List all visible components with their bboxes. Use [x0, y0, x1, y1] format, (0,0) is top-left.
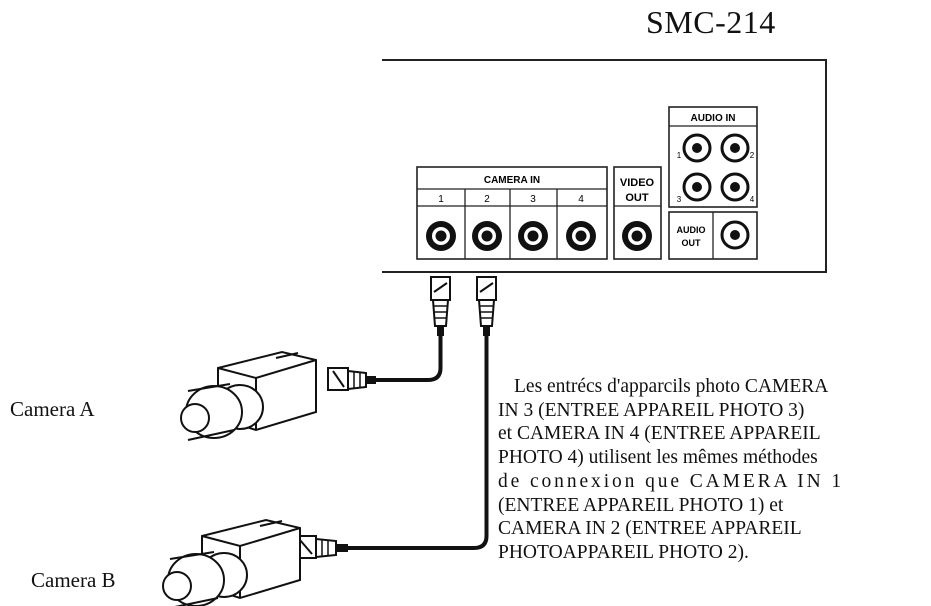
cable-camera-a [327, 276, 451, 391]
camera-b-label: Camera B [31, 568, 116, 592]
note-line: (ENTREE APPAREIL PHOTO 1) et [498, 494, 784, 516]
camera-b-icon [162, 518, 301, 606]
connection-note: Les entrécs d'apparcils photo CAMERA IN … [498, 375, 918, 565]
bnc-plug [476, 276, 497, 336]
audio-in-number: 4 [750, 195, 755, 204]
camera-in-port-number: 1 [438, 194, 444, 205]
camera-a-label: Camera A [10, 397, 95, 421]
camera-in-block: CAMERA IN 1 2 3 4 [416, 166, 608, 260]
bnc-jack [622, 221, 652, 251]
bnc-plug [430, 276, 451, 336]
audio-in-number: 1 [677, 151, 682, 160]
audio-out-label: AUDIO [677, 225, 706, 235]
rca-jack [682, 172, 712, 202]
audio-out-block: AUDIO OUT [668, 211, 758, 260]
device-model-title: SMC-214 [646, 4, 776, 40]
bnc-plug [295, 535, 348, 559]
bnc-jack [518, 221, 548, 251]
rca-jack [720, 133, 750, 163]
camera-in-port-number: 2 [484, 194, 490, 205]
bnc-jack [566, 221, 596, 251]
note-line: PHOTOAPPAREIL PHOTO 2). [498, 541, 749, 563]
audio-in-label: AUDIO IN [691, 113, 736, 124]
note-line: IN 3 (ENTREE APPAREIL PHOTO 3) [498, 399, 805, 421]
rca-jack [720, 172, 750, 202]
audio-in-number: 3 [677, 195, 682, 204]
video-out-label: OUT [625, 192, 649, 204]
rca-jack [682, 133, 712, 163]
bnc-jack [472, 221, 502, 251]
audio-out-label: OUT [682, 238, 702, 248]
note-line: Les entrécs d'apparcils photo CAMERA [514, 376, 829, 397]
camera-in-label: CAMERA IN [484, 175, 540, 186]
bnc-jack [426, 221, 456, 251]
video-out-block: VIDEO OUT [613, 166, 662, 260]
video-out-label: VIDEO [620, 177, 655, 189]
audio-in-block: AUDIO IN 1 2 3 4 [668, 106, 758, 208]
rear-panel [382, 59, 827, 273]
rca-jack [720, 220, 750, 250]
note-line: CAMERA IN 2 (ENTREE APPAREIL [498, 518, 802, 540]
note-line: PHOTO 4) utilisent les mêmes méthodes [498, 447, 818, 469]
bnc-plug [327, 367, 376, 391]
camera-a-icon [180, 350, 317, 441]
note-line: et CAMERA IN 4 (ENTREE APPAREIL [498, 423, 821, 445]
camera-in-port-number: 3 [530, 194, 536, 205]
camera-in-port-number: 4 [578, 194, 584, 205]
cable-camera-b [295, 276, 497, 559]
audio-in-number: 2 [750, 151, 755, 160]
note-line: de connexion que CAMERA IN 1 [498, 470, 845, 492]
